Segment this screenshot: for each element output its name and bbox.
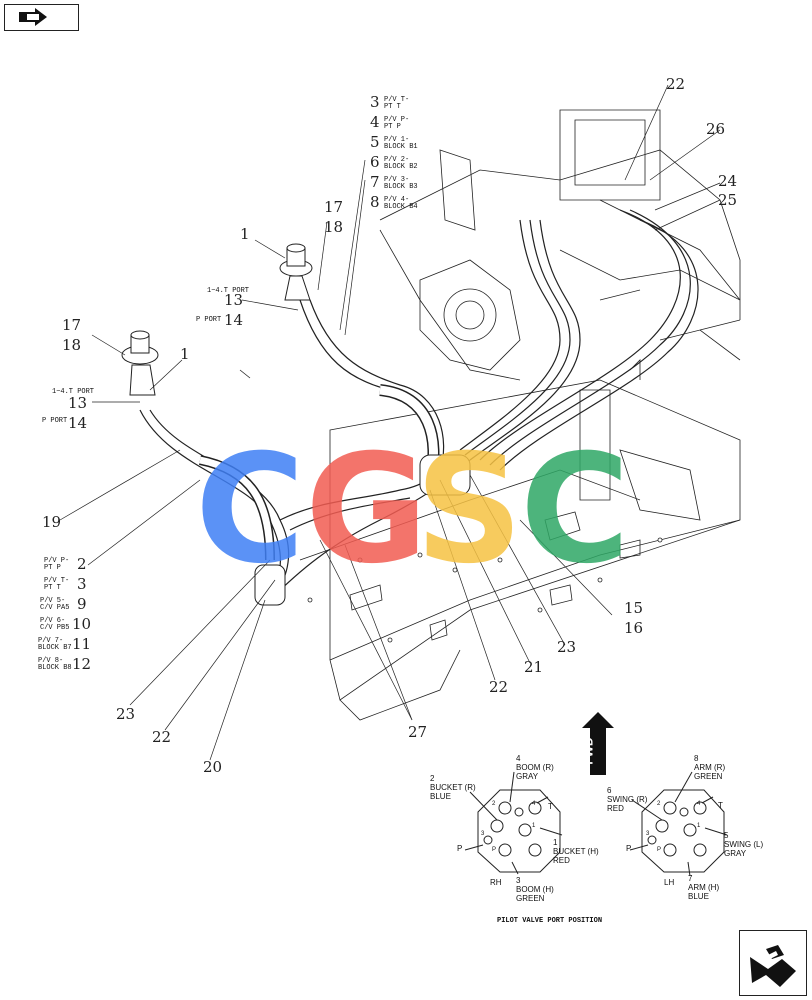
callout-5: 5 [370,133,380,151]
t-port-label-upper: 1~4.T PORT [207,287,250,295]
rh-inner-1: 1 [532,823,536,829]
callout-9: 9 [77,595,87,613]
legend-top-text-3: P/V T- PT T [384,96,410,111]
callout-22: 22 [489,678,509,696]
callout-8: 8 [370,193,380,211]
watermark-s: S [415,423,524,597]
lh-label-t: T [718,801,723,810]
next-page-button[interactable] [739,930,807,996]
arrow-right-icon [19,4,78,26]
callout-13: 13 [68,394,88,412]
callout-6: 6 [370,153,380,171]
legend-top-text-6: P/V 2- BLOCK B2 [384,156,418,171]
callout-22: 22 [152,728,172,746]
p-port-label-lower: P PORT [42,417,68,425]
lh-inner-p: P [657,847,662,853]
callout-23: 23 [557,638,577,656]
legend-top-text-4: P/V P- PT P [384,116,410,131]
rh-inner-4: 4 [532,801,536,807]
callout-13: 13 [224,291,244,309]
lh-side-label: LH [664,878,675,887]
legend-left-text-11: P/V 7- BLOCK B7 [38,637,72,652]
callout-1: 1 [240,225,250,243]
legend-left-text-10: P/V 6- C/V PB5 [40,617,70,632]
t-port-label-lower: 1~4.T PORT [52,388,95,396]
lh-inner-2: 2 [657,801,661,807]
prev-page-button[interactable] [4,4,79,31]
callout-11: 11 [72,635,92,653]
callout-21: 21 [524,658,544,676]
rh-label-p: P [457,844,463,853]
callout-17: 17 [62,316,82,334]
callout-25: 25 [718,191,738,209]
legend-top-text-5: P/V 1- BLOCK B1 [384,136,418,151]
rh-label-4: 4 BOOM (R) GRAY [516,754,554,781]
callout-17: 17 [324,198,344,216]
callout-10: 10 [72,615,92,633]
callout-24: 24 [718,172,738,190]
callout-7: 7 [370,173,380,191]
callout-20: 20 [203,758,223,776]
lh-label-p: P [626,844,632,853]
lh-label-7: 7 ARM (H) BLUE [688,874,720,901]
p-port-label-upper: P PORT [196,316,222,324]
legend-left-text-2: P/V P- PT P [44,557,70,572]
callout-2: 2 [77,555,87,573]
watermark-c1: C [195,423,306,597]
lh-inner-3: 3 [646,831,650,837]
callout-16: 16 [624,619,644,637]
callout-18: 18 [62,336,82,354]
callout-1: 1 [180,345,190,363]
lh-label-8: 8 ARM (R) GREEN [694,754,726,781]
callout-4: 4 [370,113,380,131]
rh-inner-p: P [492,847,497,853]
fwd-label: FWD [581,737,596,765]
rh-label-1: 1 BUCKET (H) RED [553,838,599,865]
lh-inner-4: 4 [697,801,701,807]
pilot-valve-caption: PILOT VALVE PORT POSITION [497,917,603,925]
callout-26: 26 [706,120,726,138]
legend-left-text-3: P/V T- PT T [44,577,70,592]
callout-3: 3 [370,93,380,111]
callout-18: 18 [324,218,344,236]
watermark-g: G [305,423,429,597]
callout-3: 3 [77,575,87,593]
arrow-right-icon [750,945,796,987]
callout-15: 15 [624,599,644,617]
legend-left-text-12: P/V 8- BLOCK B8 [38,657,72,672]
callout-27: 27 [408,723,428,741]
rh-label-3: 3 BOOM (H) GREEN [516,876,554,903]
legend-top-text-7: P/V 3- BLOCK B3 [384,176,418,191]
legend-top-text-8: P/V 4- BLOCK B4 [384,196,418,211]
rh-inner-3: 3 [481,831,485,837]
lh-label-6: 6 SWING (R) RED [607,786,648,813]
watermark-c2: C [520,423,631,597]
callout-14: 14 [68,414,88,432]
legend-left-text-9: P/V 5- C/V PA5 [40,597,70,612]
callout-22: 22 [666,75,686,93]
rh-label-t: T [548,802,553,811]
fwd-arrow-icon [582,712,614,775]
lh-label-5: 5 SWING (L) GRAY [724,831,764,858]
rh-side-label: RH [490,878,502,887]
rh-label-2: 2 BUCKET (R) BLUE [430,774,476,801]
callout-23: 23 [116,705,136,723]
callout-12: 12 [72,655,92,673]
callout-14: 14 [224,311,244,329]
rh-inner-2: 2 [492,801,496,807]
callout-19: 19 [42,513,62,531]
lh-inner-1: 1 [697,823,701,829]
